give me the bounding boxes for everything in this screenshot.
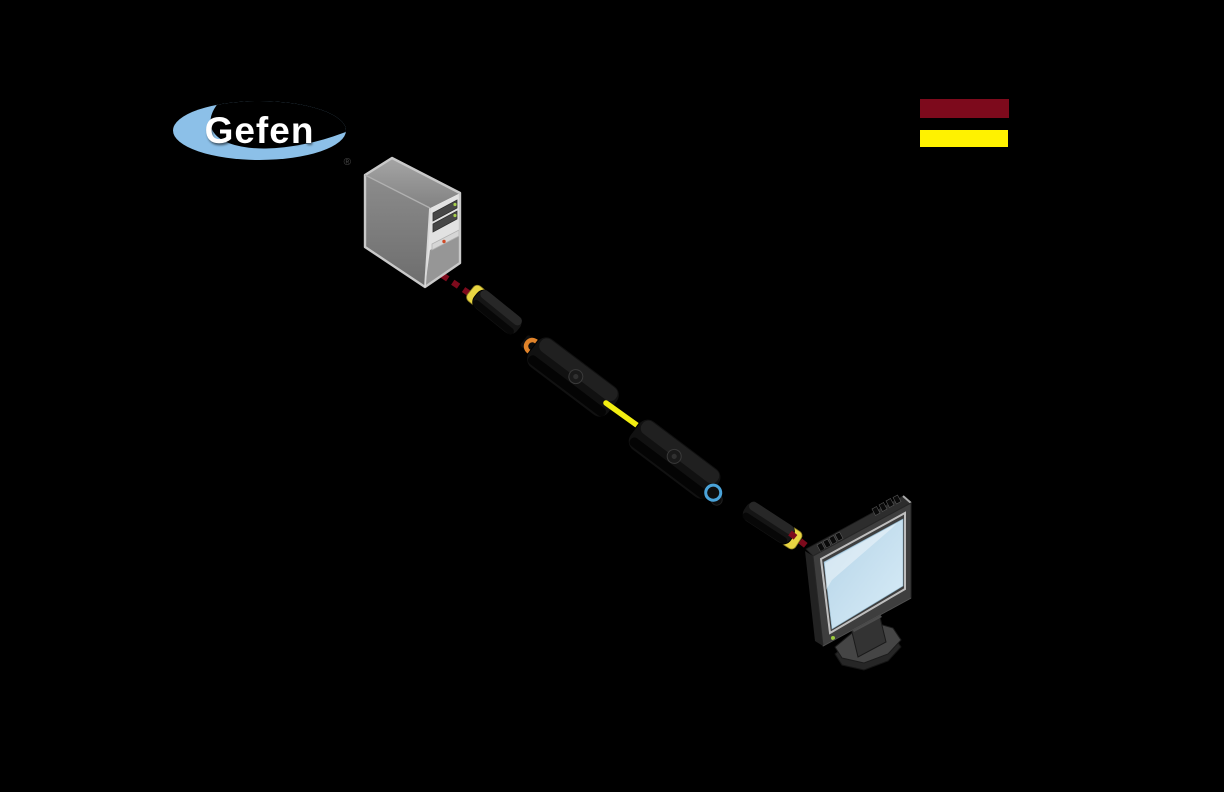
gefen-logo-text: Gefen bbox=[204, 109, 315, 151]
legend-swatch-yellow bbox=[920, 130, 1008, 147]
legend-swatch-dark-red bbox=[920, 99, 1009, 118]
display-monitor-icon bbox=[805, 494, 912, 671]
monitor-power-led bbox=[831, 636, 835, 640]
source-adapter-dongle-icon bbox=[466, 284, 523, 336]
screen-highlight bbox=[825, 523, 897, 590]
registered-trademark-symbol: ® bbox=[343, 157, 351, 168]
monitor-side-edge bbox=[805, 551, 823, 646]
display-dvi-cable-dashed bbox=[788, 530, 824, 561]
fiber-sender-unit-icon bbox=[519, 334, 620, 418]
monitor-vents bbox=[816, 494, 902, 552]
gefen-logo: Gefen ® bbox=[168, 97, 351, 168]
fiber-receiver-unit-icon bbox=[627, 418, 723, 506]
receiver-blue-connector-icon bbox=[704, 483, 723, 502]
computer-tower-icon bbox=[363, 156, 462, 289]
gefen-logo-swoosh-background bbox=[173, 101, 346, 160]
display-adapter-dongle-icon bbox=[741, 501, 803, 550]
monitor-screen bbox=[823, 518, 904, 630]
